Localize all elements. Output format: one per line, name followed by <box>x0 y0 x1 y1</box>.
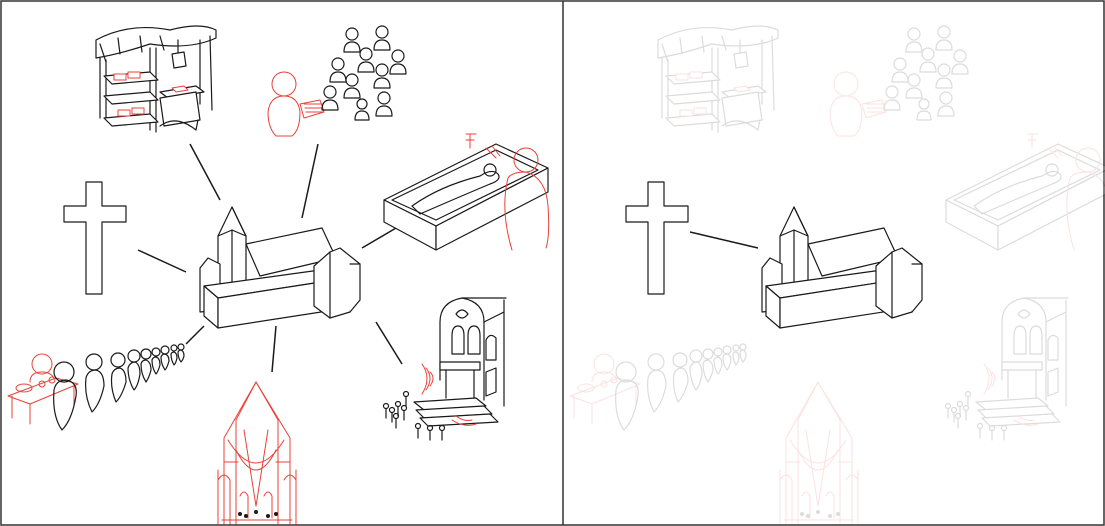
tomb-node <box>384 134 549 250</box>
cross-node <box>64 182 126 294</box>
crowd-node <box>268 26 406 136</box>
cross-node-active <box>626 182 688 294</box>
link-entrance <box>376 322 402 364</box>
right-panel <box>570 26 1105 524</box>
link-nave <box>272 326 276 372</box>
procession-node <box>8 344 184 430</box>
entrance-node-faded <box>946 298 1069 440</box>
crowd-node-faded <box>830 26 968 136</box>
entrance-node <box>384 298 507 440</box>
nave-node <box>218 382 296 524</box>
link-procession <box>186 326 204 344</box>
market-stall-node-faded <box>658 26 778 132</box>
left-panel <box>8 26 549 524</box>
link-cross-active <box>690 232 758 248</box>
church-node <box>200 207 360 328</box>
market-stall-node <box>96 26 216 132</box>
church-node-active <box>762 207 922 328</box>
link-stall <box>190 144 220 200</box>
link-cross <box>138 250 186 272</box>
procession-node-faded <box>570 344 746 430</box>
nave-node-faded <box>780 382 858 524</box>
tomb-node-faded <box>946 134 1105 250</box>
link-crowd <box>302 144 318 218</box>
link-tomb <box>362 228 396 248</box>
